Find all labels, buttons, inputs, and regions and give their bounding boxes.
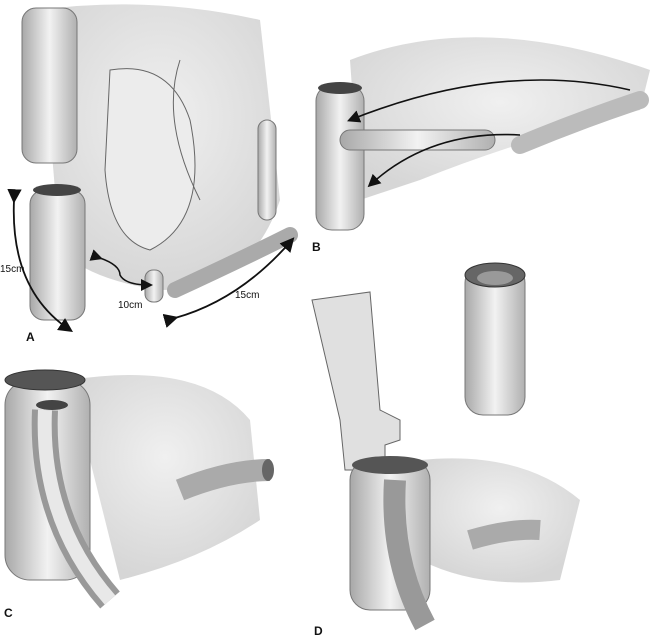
panel-a-drawing [7,4,298,332]
panel-c-letter: C [4,606,13,620]
panel-c-drawing [4,369,274,609]
panel-a-letter: A [26,330,35,344]
measure-mid-label: 10cm [118,300,143,311]
measure-left-label: 15cm [0,264,25,275]
panel-d-letter: D [314,624,323,638]
panel-d-drawing [311,262,580,631]
measure-right-label: 15cm [235,290,260,301]
panel-b-letter: B [312,240,321,254]
panel-b-drawing [315,37,650,231]
